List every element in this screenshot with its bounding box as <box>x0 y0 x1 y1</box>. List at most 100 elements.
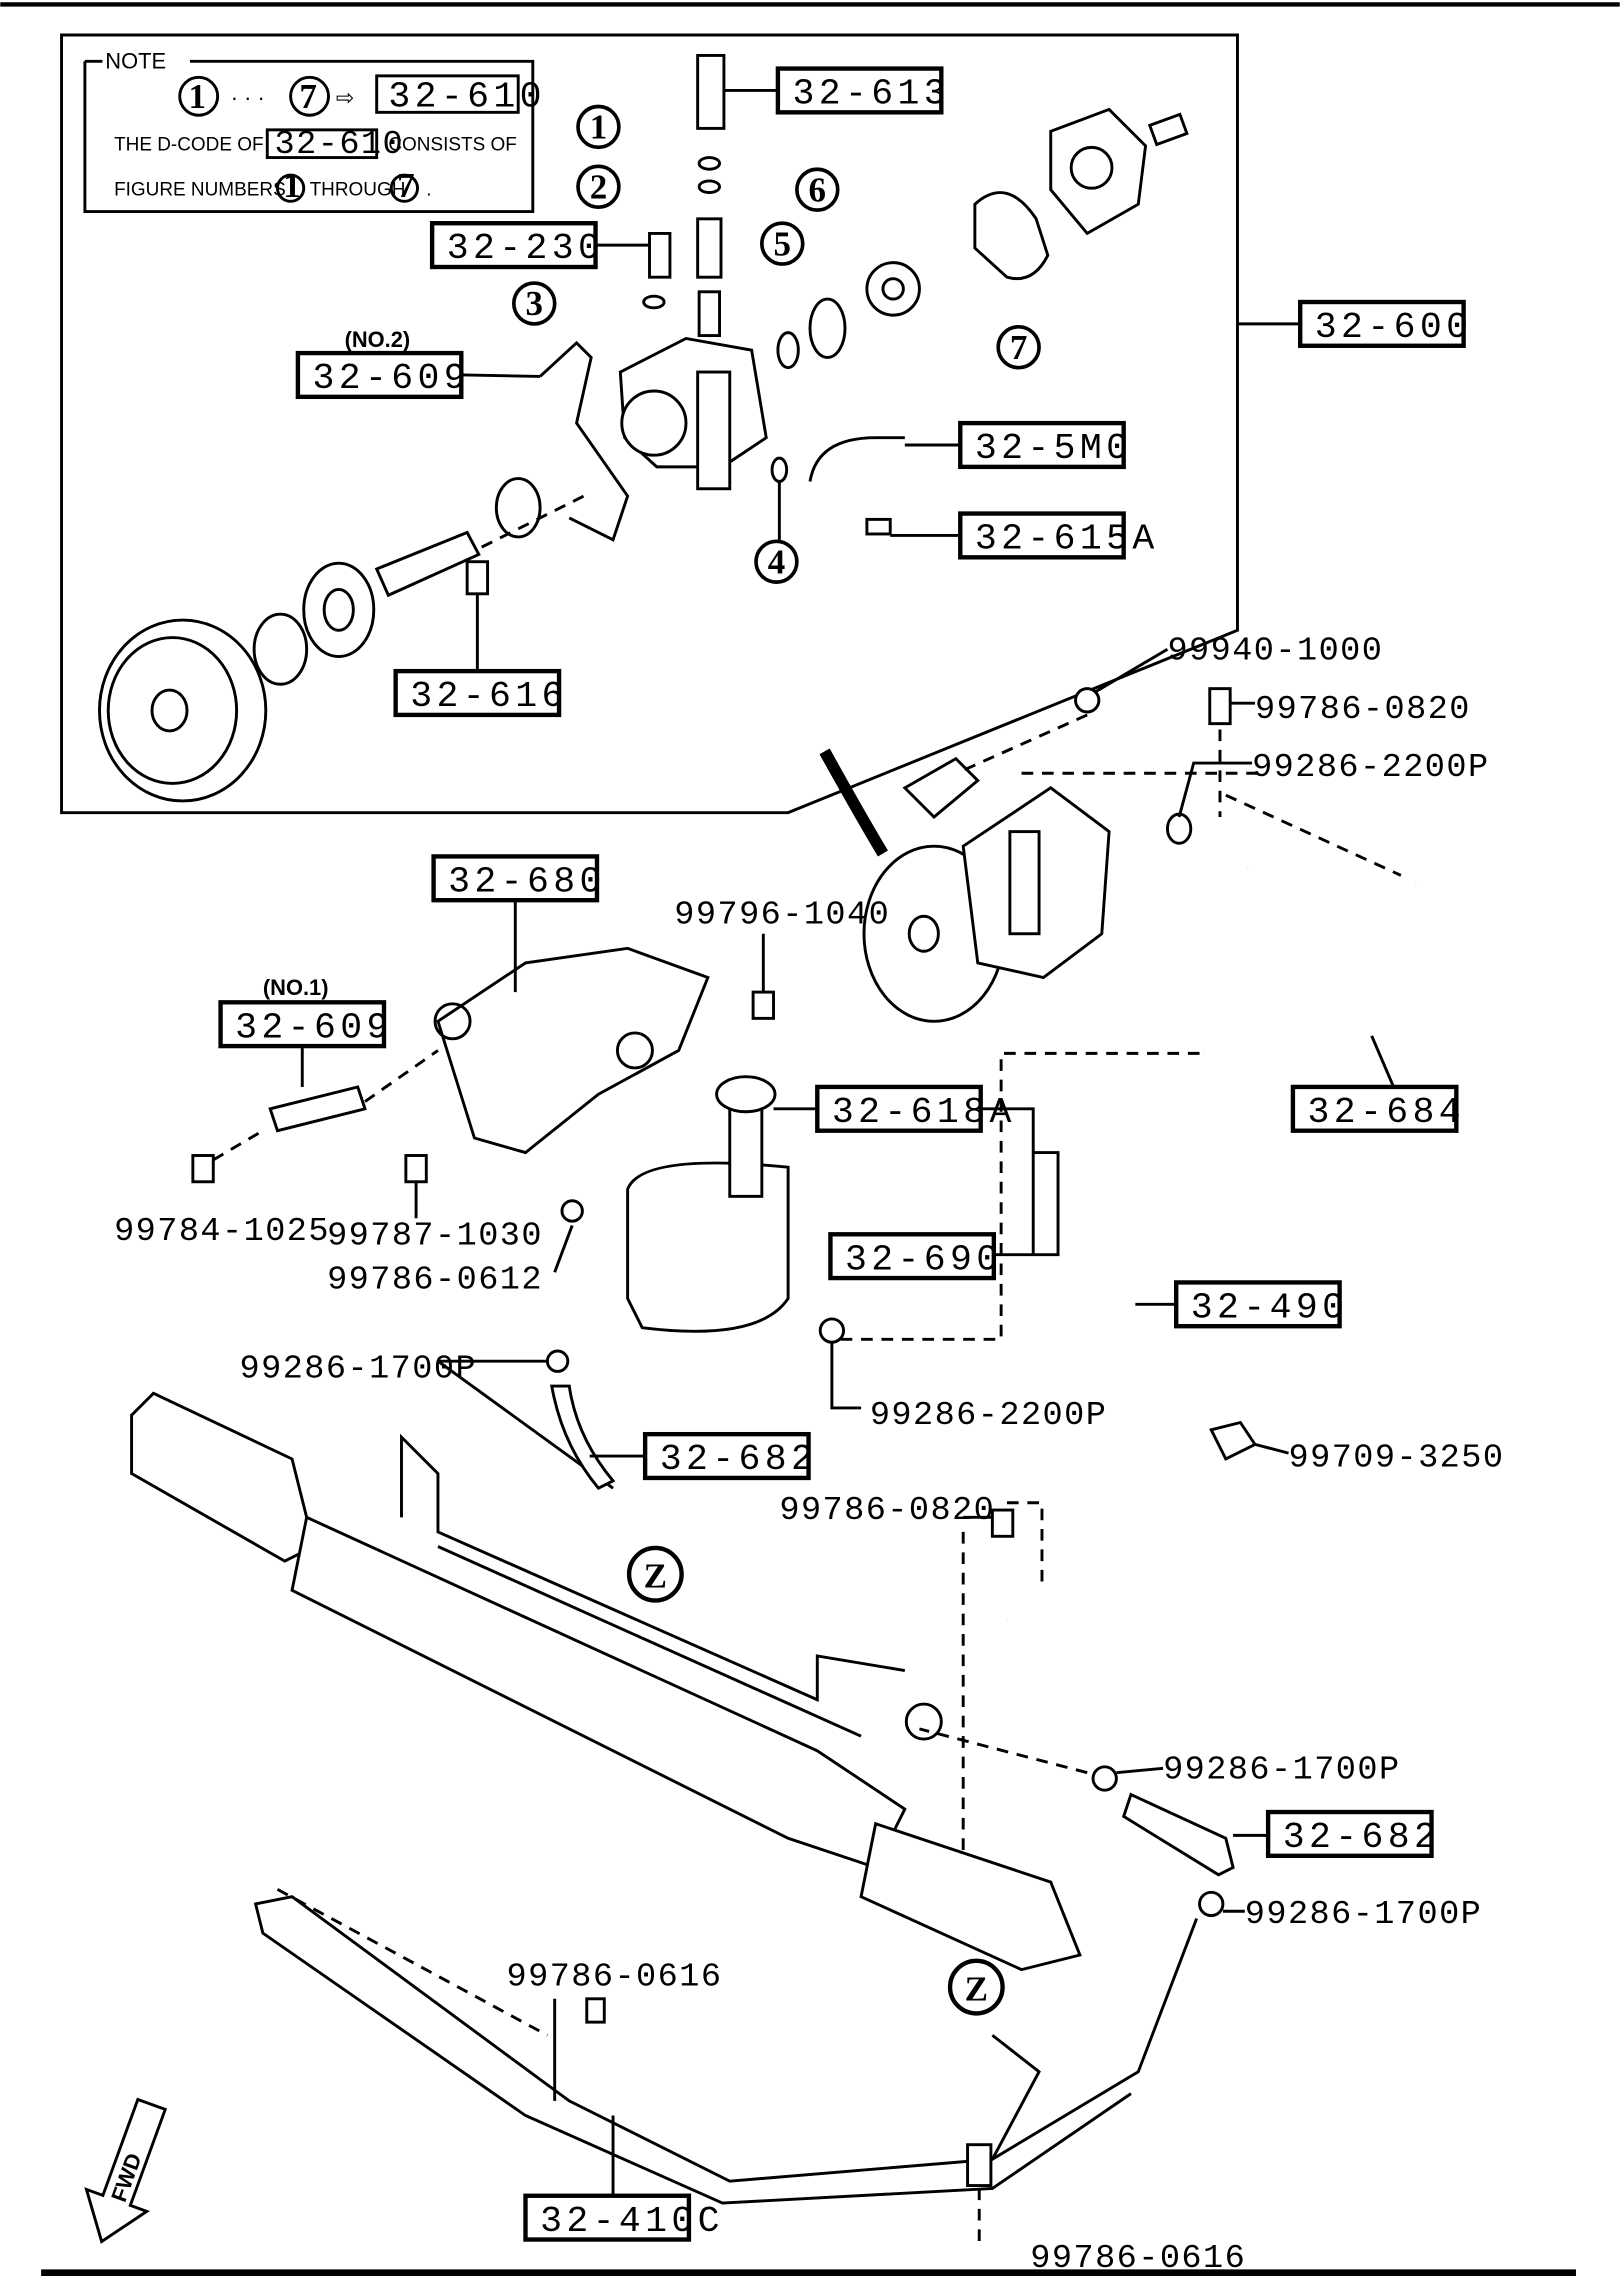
note-arrow: ⇨ <box>336 85 354 110</box>
part-number-label: 99786-0616 <box>507 1959 723 1997</box>
part-callout-box: 32-490 <box>1174 1280 1349 1328</box>
part-callout-box: 32-230 <box>429 221 605 270</box>
part-number-label: 32-680 <box>448 861 606 902</box>
part-number-label: 32-616 <box>410 676 568 717</box>
part-number-label: 32-600 <box>1315 307 1473 348</box>
figure-number-text: 4 <box>768 542 786 581</box>
note-title: NOTE <box>105 49 166 74</box>
callout-frame <box>775 66 944 115</box>
part-number-label: 32-410C <box>540 2201 724 2242</box>
part-number-label: 99286-1700P <box>1245 1896 1482 1934</box>
part-number-label: 99940-1000 <box>1167 632 1383 670</box>
callout-frame <box>958 420 1126 470</box>
figure-number-text: 1 <box>590 108 608 147</box>
part-number-label: 99786-0616 <box>1030 2240 1246 2276</box>
part-number-label: 32-682 <box>660 1439 818 1480</box>
note-line1-suffix: CONSISTS OF <box>388 134 516 155</box>
zone-marker-text: Z <box>644 1556 667 1595</box>
note-box: NOTE 1 · · · 7 ⇨ 32-610 THE D-CODE OF 32… <box>83 49 546 214</box>
part-number-label: 99286-2200P <box>1252 749 1490 787</box>
figure-number-text: 6 <box>809 170 827 209</box>
part-number-label: 32-609 <box>312 358 470 399</box>
part-number-label: 99709-3250 <box>1289 1439 1505 1477</box>
callout-frame <box>815 1084 983 1133</box>
part-number-label: 32-682 <box>1283 1817 1441 1858</box>
zone-marker-text: Z <box>965 1969 988 2008</box>
note-line2-figure-1: 1 <box>283 166 301 205</box>
callout-frame <box>1265 1809 1434 1859</box>
part-number-label: 32-613 <box>792 74 950 115</box>
figure-number-1: 1 <box>576 104 621 150</box>
part-callout-box: 32-618A <box>815 1084 1016 1133</box>
callout-frame <box>642 1431 811 1481</box>
assembled-pump-drawing <box>819 647 1402 1023</box>
part-number-label: 32-609 <box>235 1007 393 1048</box>
zone-marker-z: Z <box>947 1958 1005 2016</box>
figure-number-3: 3 <box>512 281 557 326</box>
hoses-drawing <box>831 853 1512 1640</box>
pump-exploded-inset-frame <box>60 33 1239 815</box>
fwd-direction-arrow: FWD <box>84 2097 168 2244</box>
sub-label-no1: (NO.1) <box>263 975 329 1000</box>
note-dots: · · · <box>231 85 265 110</box>
figure-number-6: 6 <box>795 167 840 212</box>
part-number-label: 32-615A <box>975 519 1159 560</box>
reservoir-drawing <box>437 1075 1060 1490</box>
note-line2-end: . <box>426 180 431 201</box>
sub-label-no2: (NO.2) <box>345 327 411 352</box>
part-callout-box: 32-690 <box>828 1232 1003 1281</box>
part-number-label: 99286-1700P <box>240 1350 477 1388</box>
figure-number-text: 2 <box>590 167 608 206</box>
part-callout-box: 32-410C <box>523 2193 724 2242</box>
note-line2-figure-7: 7 <box>397 166 415 205</box>
callout-frame <box>828 1232 997 1281</box>
part-callout-box: 32-616 <box>393 668 568 717</box>
part-callout-box: 32-613 <box>775 66 950 115</box>
figure-number-text: 5 <box>774 224 792 263</box>
part-number-label: 32-618A <box>832 1092 1016 1133</box>
part-number-label: 32-230 <box>447 228 605 269</box>
figure-number-7: 7 <box>996 324 1041 370</box>
bracket-drawing <box>191 897 775 1219</box>
figure-number-text: 3 <box>526 284 544 323</box>
callout-frame <box>295 350 464 400</box>
callout-frame <box>429 221 598 270</box>
callout-frame <box>218 1000 387 1049</box>
callout-frame <box>523 2193 692 2242</box>
figure-number-2: 2 <box>576 164 621 209</box>
exploded-pump-drawing <box>98 53 1189 803</box>
part-callout-box: 32-682 <box>1265 1809 1441 1859</box>
part-callout-box: 32-609 <box>218 1000 393 1049</box>
note-figure-1: 1 <box>188 77 205 116</box>
figure-number-5: 5 <box>760 221 805 266</box>
note-line2-prefix: FIGURE NUMBERS <box>114 180 286 201</box>
figure-number-4: 4 <box>754 539 799 584</box>
part-callout-box: 32-609 <box>295 350 470 400</box>
part-callout-box: 32-615A <box>958 511 1159 560</box>
part-number-label: 32-490 <box>1191 1287 1349 1328</box>
part-callout-box: 32-5M0 <box>958 420 1133 470</box>
steering-rack-drawing <box>130 1391 1289 2247</box>
part-number-label: 99784-1025 <box>114 1213 330 1251</box>
part-number-label: 99286-2200P <box>870 1397 1108 1435</box>
note-line1-prefix: THE D-CODE OF <box>114 134 264 155</box>
figure-number-text: 7 <box>1010 328 1028 367</box>
part-number-label: 99787-1030 <box>327 1218 543 1256</box>
callout-frame <box>431 854 600 903</box>
part-number-label: 99286-1700P <box>1163 1751 1401 1789</box>
part-number-label: 99796-1040 <box>674 897 890 935</box>
part-number-label: 99786-0820 <box>1255 691 1471 729</box>
part-number-label: 32-5M0 <box>975 428 1133 469</box>
part-number-label: 32-690 <box>845 1239 1003 1280</box>
zone-marker-z: Z <box>626 1545 684 1603</box>
part-number-label: 32-684 <box>1308 1092 1466 1133</box>
part-number-label: 99786-0612 <box>327 1261 543 1299</box>
note-code: 32-610 <box>388 77 546 118</box>
part-callout-box: 32-682 <box>642 1431 818 1481</box>
part-number-label: 99786-0820 <box>779 1492 995 1530</box>
note-line2-mid: THROUGH <box>310 180 406 201</box>
note-figure-7: 7 <box>299 77 317 116</box>
part-callout-box: 32-680 <box>431 854 606 903</box>
callout-frame <box>958 511 1126 560</box>
